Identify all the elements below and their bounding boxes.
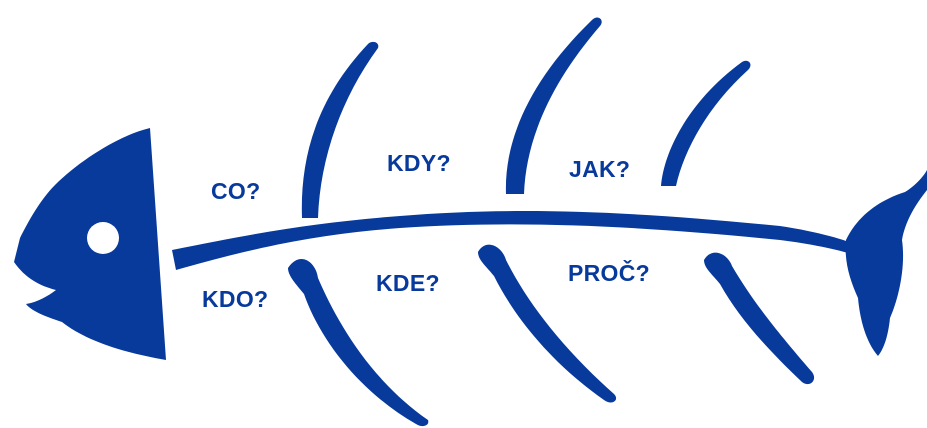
label-kdy: KDY?	[387, 150, 451, 176]
upper-bone-2	[505, 17, 602, 194]
upper-bone-3	[661, 60, 751, 186]
label-kde: KDE?	[376, 270, 440, 296]
label-co: CO?	[211, 178, 261, 204]
label-kdo: KDO?	[202, 286, 269, 312]
upper-bone-1	[301, 41, 379, 219]
label-jak: JAK?	[569, 156, 631, 182]
fish-eye	[87, 222, 119, 254]
lower-bone-1	[288, 259, 429, 427]
fish-tail	[845, 170, 927, 356]
label-proc: PROČ?	[568, 260, 650, 286]
fish-spine	[172, 211, 860, 270]
lower-bone-2	[478, 244, 617, 403]
lower-bone-3	[704, 252, 815, 385]
